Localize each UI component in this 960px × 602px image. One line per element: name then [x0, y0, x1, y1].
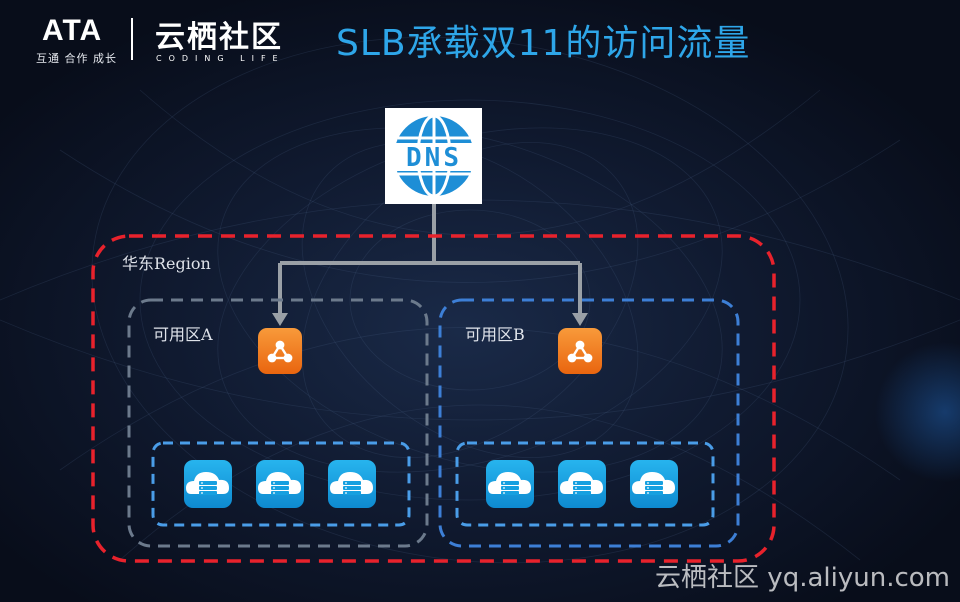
cloud-server-b2: [558, 460, 606, 508]
cloud-server-a1: [184, 460, 232, 508]
logo-divider: [131, 18, 133, 60]
cloud-server-a3: [328, 460, 376, 508]
dns-label: DNS: [406, 143, 462, 173]
community-tagline: CODING LIFE: [156, 54, 285, 63]
zone-a-label: 可用区A: [153, 325, 213, 344]
community-logo: 云栖社区: [155, 20, 283, 55]
region-boundary: [91, 234, 776, 563]
zone-a-load-balancer: [258, 328, 302, 374]
zone-b-boundary: [438, 298, 740, 548]
cloud-server-a2: [256, 460, 304, 508]
watermark: 云栖社区 yq.aliyun.com: [655, 563, 950, 593]
ata-logo: ATA: [42, 14, 103, 47]
cloud-server-b3: [630, 460, 678, 508]
cloud-server-b1: [486, 460, 534, 508]
zone-b-load-balancer: [558, 328, 602, 374]
zone-b-server-group: [455, 441, 715, 527]
dns-node: DNS: [385, 108, 482, 204]
arrow-to-zone-a: [272, 313, 288, 326]
zone-b-label: 可用区B: [465, 325, 525, 344]
zone-a-servers: [184, 460, 376, 508]
background-glow: [875, 342, 960, 482]
ata-tagline: 互通 合作 成长: [36, 52, 117, 65]
zone-b-servers: [486, 460, 678, 508]
zone-a-boundary: [127, 298, 429, 548]
dns-globe-icon: DNS: [388, 114, 480, 198]
zone-a-server-group: [151, 441, 411, 527]
arrow-to-zone-b: [572, 313, 588, 326]
page-title: SLB承载双11的访问流量: [336, 23, 751, 64]
connector-lines: [278, 204, 582, 314]
region-label: 华东Region: [122, 254, 211, 273]
